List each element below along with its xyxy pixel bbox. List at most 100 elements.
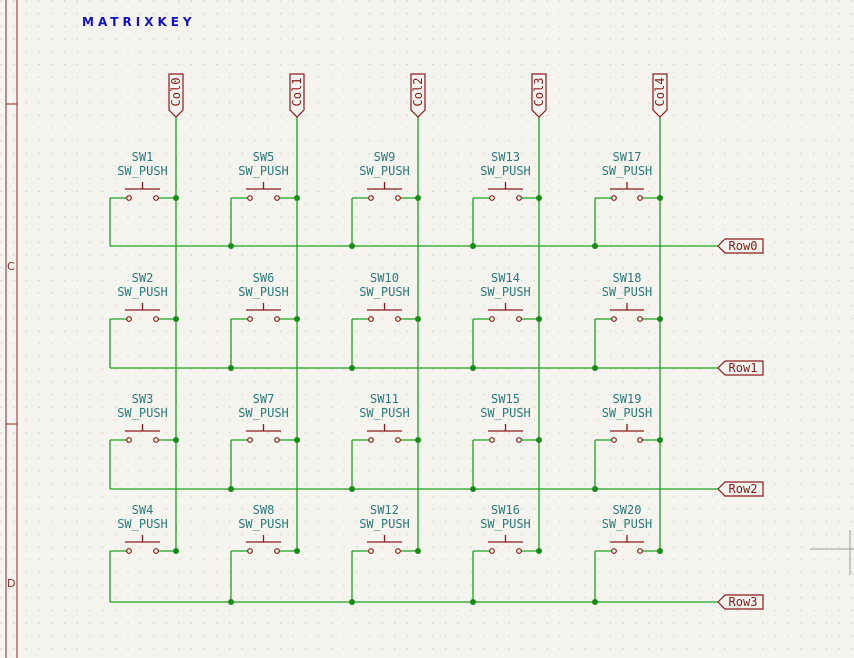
switch-pin-icon	[489, 548, 495, 554]
junction-dot	[470, 599, 476, 605]
switch-pin-icon	[516, 195, 522, 201]
junction-dot	[173, 316, 179, 322]
switch-pin-icon	[153, 437, 159, 443]
switch-ref: SW7	[253, 392, 275, 406]
switch-ref: SW3	[132, 392, 154, 406]
column-label-flag	[652, 73, 668, 118]
switch-pin-icon	[395, 437, 401, 443]
switch-pin-icon	[274, 195, 280, 201]
switch-pin-icon	[489, 437, 495, 443]
column-label-4: Col4	[653, 78, 667, 107]
switch-pin-icon	[368, 548, 374, 554]
column-label-2: Col2	[411, 78, 425, 107]
junction-dot	[657, 548, 663, 554]
switch-value: SW_PUSH	[359, 517, 410, 531]
switch-value: SW_PUSH	[117, 164, 168, 178]
border-letter-c: C	[7, 260, 15, 273]
junction-dot	[228, 486, 234, 492]
switch-ref: SW6	[253, 271, 275, 285]
switch-value: SW_PUSH	[359, 164, 410, 178]
junction-dot	[173, 195, 179, 201]
switch-ref: SW5	[253, 150, 275, 164]
junction-dot	[470, 243, 476, 249]
sheet-title: MATRIXKEY	[82, 15, 196, 29]
switch-ref: SW13	[491, 150, 520, 164]
column-label-3: Col3	[532, 78, 546, 107]
switch-pin-icon	[153, 548, 159, 554]
column-label-flag	[289, 73, 305, 118]
switch-value: SW_PUSH	[359, 285, 410, 299]
switch-pin-icon	[611, 548, 617, 554]
row-label-2: Row2	[729, 482, 758, 496]
switch-ref: SW18	[613, 271, 642, 285]
border-letter-d: D	[7, 577, 15, 590]
junction-dot	[536, 548, 542, 554]
junction-dot	[415, 548, 421, 554]
junction-dot	[657, 316, 663, 322]
junction-dot	[294, 548, 300, 554]
switch-pin-icon	[395, 316, 401, 322]
switch-pin-icon	[611, 316, 617, 322]
switch-pin-icon	[395, 548, 401, 554]
switch-value: SW_PUSH	[117, 285, 168, 299]
switch-pin-icon	[274, 316, 280, 322]
switch-pin-icon	[126, 195, 132, 201]
row-label-flag	[717, 594, 764, 610]
switch-pin-icon	[153, 195, 159, 201]
switch-ref: SW17	[613, 150, 642, 164]
switch-pin-icon	[637, 437, 643, 443]
switch-ref: SW2	[132, 271, 154, 285]
switch-value: SW_PUSH	[117, 517, 168, 531]
row-label-1: Row1	[729, 361, 758, 375]
switch-value: SW_PUSH	[602, 406, 653, 420]
switch-value: SW_PUSH	[238, 517, 289, 531]
junction-dot	[536, 316, 542, 322]
labels-layer: SW1SW_PUSHSW5SW_PUSHSW9SW_PUSHSW13SW_PUS…	[117, 78, 757, 609]
switch-value: SW_PUSH	[238, 406, 289, 420]
switch-pin-icon	[368, 195, 374, 201]
switch-pin-icon	[247, 437, 253, 443]
switch-pin-icon	[611, 195, 617, 201]
row-label-flag	[717, 360, 764, 376]
junction-dot	[657, 437, 663, 443]
switch-pin-icon	[126, 316, 132, 322]
switch-pin-icon	[126, 548, 132, 554]
switch-ref: SW1	[132, 150, 154, 164]
switch-ref: SW16	[491, 503, 520, 517]
switch-pin-icon	[516, 316, 522, 322]
switch-value: SW_PUSH	[602, 285, 653, 299]
switch-pin-icon	[516, 437, 522, 443]
wires-layer	[109, 117, 718, 605]
junction-dot	[536, 437, 542, 443]
junction-dot	[349, 365, 355, 371]
switch-value: SW_PUSH	[480, 406, 531, 420]
junction-dot	[415, 437, 421, 443]
junction-dot	[592, 599, 598, 605]
switch-ref: SW9	[374, 150, 396, 164]
junction-dot	[228, 365, 234, 371]
junction-dot	[415, 195, 421, 201]
row-label-flag	[717, 238, 764, 254]
switch-pin-icon	[637, 195, 643, 201]
switch-ref: SW11	[370, 392, 399, 406]
junction-dot	[228, 599, 234, 605]
switch-value: SW_PUSH	[238, 164, 289, 178]
junction-dot	[415, 316, 421, 322]
row-label-0: Row0	[729, 239, 758, 253]
switch-ref: SW20	[613, 503, 642, 517]
switch-pin-icon	[368, 316, 374, 322]
switch-ref: SW14	[491, 271, 520, 285]
switch-ref: SW12	[370, 503, 399, 517]
switch-ref: SW15	[491, 392, 520, 406]
switch-pin-icon	[274, 437, 280, 443]
junction-dot	[294, 437, 300, 443]
column-label-flag	[168, 73, 184, 118]
junction-dot	[228, 243, 234, 249]
row-label-flag	[717, 481, 764, 497]
junction-dot	[592, 243, 598, 249]
junction-dot	[592, 365, 598, 371]
switch-ref: SW10	[370, 271, 399, 285]
switch-pin-icon	[516, 548, 522, 554]
sheet-border: C D	[5, 0, 18, 658]
